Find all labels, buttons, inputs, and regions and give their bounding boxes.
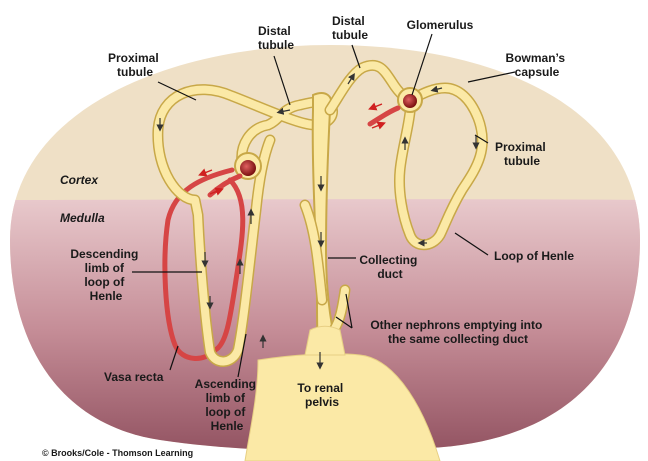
label-other-nephrons: Other nephrons emptying into the same co… [370, 318, 545, 346]
credit-line: © Brooks/Cole - Thomson Learning [42, 448, 193, 458]
right-nephron [324, 59, 488, 251]
glomerulus-right [403, 94, 417, 108]
label-descending-limb: Descending limb of loop of Henle [70, 247, 141, 303]
label-renal-pelvis: To renal pelvis [297, 381, 346, 409]
label-medulla: Medulla [60, 211, 105, 225]
leader-lines [132, 33, 516, 378]
label-loop-of-henle: Loop of Henle [494, 249, 574, 263]
label-distal-tubule-right: Distal tubule [332, 14, 368, 42]
glomerulus-left [240, 160, 256, 176]
label-bowmans-capsule: Bowman’s capsule [506, 51, 569, 79]
label-glomerulus: Glomerulus [407, 18, 474, 32]
label-proximal-tubule-right: Proximal tubule [495, 140, 549, 168]
label-ascending-limb: Ascending limb of loop of Henle [195, 377, 260, 433]
collecting-duct [299, 92, 351, 356]
label-distal-tubule-left: Distal tubule [258, 24, 294, 52]
label-vasa-recta: Vasa recta [104, 370, 164, 384]
vasa-recta-vessel [162, 167, 246, 361]
label-proximal-tubule-left: Proximal tubule [108, 51, 162, 79]
flow-arrows [156, 72, 480, 370]
afferent-arteriole-right [367, 105, 401, 127]
label-cortex: Cortex [60, 173, 99, 187]
label-collecting-duct: Collecting duct [359, 253, 420, 281]
